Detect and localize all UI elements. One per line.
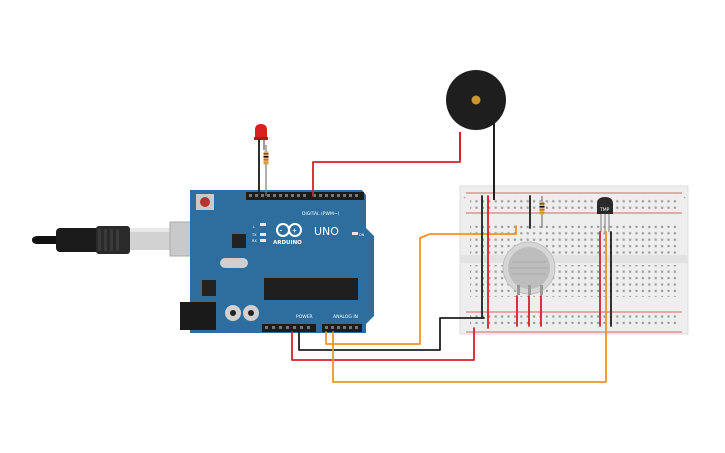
rx-label: RX — [252, 239, 257, 243]
on-label: ON — [359, 233, 365, 237]
svg-text:-: - — [280, 228, 283, 235]
breadboard-resistor[interactable] — [539, 196, 545, 228]
center-channel — [460, 255, 688, 263]
led-resistor[interactable] — [263, 145, 269, 196]
tx-label: TX — [251, 233, 257, 237]
wire-gnd[interactable] — [298, 317, 485, 351]
arduino-logo: - + — [276, 223, 302, 237]
l-label: L — [253, 225, 255, 229]
model-label: UNO — [314, 225, 339, 238]
svg-text:+: + — [463, 195, 466, 200]
power-jack[interactable] — [180, 302, 216, 330]
usb-cable[interactable] — [32, 221, 205, 257]
brand-label: ARDUINO — [273, 240, 302, 246]
digital-label: DIGITAL (PWM~) — [302, 211, 340, 217]
breadboard[interactable]: + + — [459, 185, 689, 335]
crystal — [220, 258, 248, 268]
gas-sensor[interactable] — [502, 241, 556, 295]
arduino-uno-board[interactable]: - + ARDUINO UNO DIGITAL (PWM~) POWER ANA… — [180, 190, 374, 333]
atmega-chip — [264, 278, 358, 300]
wire-a1-temp[interactable] — [332, 231, 607, 383]
wire-5v[interactable] — [291, 327, 475, 361]
tmp-label: TMP — [599, 207, 610, 213]
temperature-sensor[interactable]: TMP — [597, 197, 613, 232]
svg-text:+: + — [683, 195, 686, 200]
power-label: POWER — [296, 314, 313, 320]
wire-a0-gas[interactable] — [325, 225, 517, 345]
svg-text:+: + — [292, 228, 297, 235]
wire-buzzer-signal[interactable] — [312, 134, 461, 197]
piezo-buzzer[interactable] — [446, 70, 506, 200]
analog-label: ANALOG IN — [333, 314, 358, 320]
usb-chip — [232, 234, 246, 248]
